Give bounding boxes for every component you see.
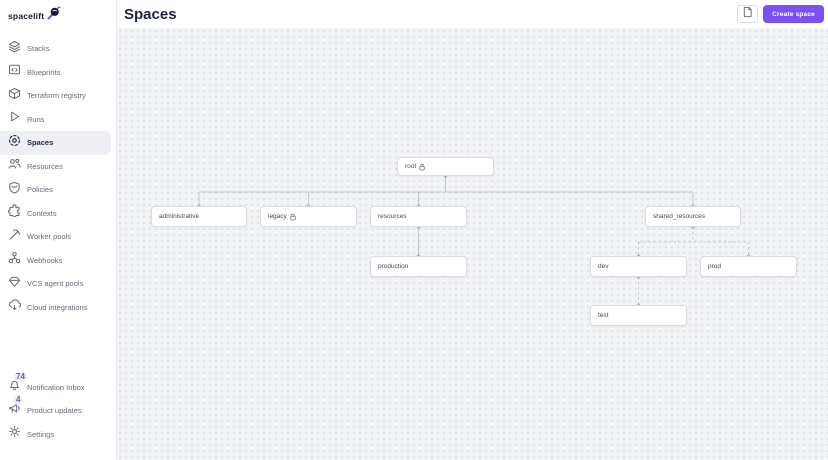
header-actions: Create space xyxy=(737,5,824,23)
worker-pools-icon xyxy=(8,228,21,246)
document-icon xyxy=(742,5,753,23)
megaphone-icon xyxy=(8,402,21,420)
spaces-icon xyxy=(8,134,21,152)
sidebar-item-stacks[interactable]: Stacks xyxy=(0,37,116,61)
space-node-shared-resources[interactable]: shared_resources xyxy=(645,206,741,227)
bell-icon xyxy=(8,378,21,396)
space-node-administrative[interactable]: administrative xyxy=(151,206,247,227)
space-node-legacy[interactable]: legacy xyxy=(260,206,357,227)
sidebar-item-label: Product updates xyxy=(27,406,82,416)
sidebar-spacer xyxy=(0,319,116,376)
lock-icon xyxy=(290,208,296,226)
sidebar-item-label: Policies xyxy=(27,185,53,195)
runs-icon xyxy=(8,110,21,128)
spacelift-logo-text: spacelift xyxy=(8,10,45,21)
sidebar-item-settings[interactable]: Settings xyxy=(0,423,116,447)
space-node-label: prod xyxy=(708,263,722,270)
webhooks-icon xyxy=(8,251,21,269)
cloud-integrations-icon xyxy=(8,298,22,316)
docs-button[interactable] xyxy=(737,5,759,23)
sidebar-item-policies[interactable]: Policies xyxy=(0,178,116,202)
tree-edges xyxy=(197,174,751,307)
main-content: Spaces Create space xyxy=(117,0,828,460)
space-node-resources[interactable]: resources xyxy=(370,206,467,227)
space-node-prod[interactable]: prod xyxy=(700,256,797,277)
vcs-agent-pools-icon xyxy=(8,275,21,293)
sidebar-item-runs[interactable]: Runs xyxy=(0,108,116,132)
sidebar-item-label: Cloud integrations xyxy=(27,302,88,312)
space-node-label: test xyxy=(598,312,609,319)
space-node-label: dev xyxy=(598,263,609,270)
sidebar-item-label: Settings xyxy=(27,429,55,439)
sidebar-item-label: Blueprints xyxy=(27,67,61,77)
sidebar-nav: Stacks Blueprints Terraform registry xyxy=(0,37,116,319)
lock-icon xyxy=(419,158,425,176)
create-space-button[interactable]: Create space xyxy=(763,5,824,23)
page-title: Spaces xyxy=(124,5,177,23)
sidebar-item-webhooks[interactable]: Webhooks xyxy=(0,249,116,273)
space-node-label: administrative xyxy=(159,213,200,220)
sidebar-item-label: Spaces xyxy=(27,138,54,148)
space-node-label: production xyxy=(378,263,409,270)
sidebar: spacelift Stacks xyxy=(0,0,117,460)
product-updates-count-badge: 4 xyxy=(14,395,23,405)
spaces-tree-canvas[interactable]: root administrative legacy resources xyxy=(117,28,828,460)
sidebar-item-label: VCS agent pools xyxy=(27,279,84,289)
sidebar-item-resources[interactable]: Resources xyxy=(0,155,116,179)
space-node-label: legacy xyxy=(268,213,287,220)
notification-count-badge: 74 xyxy=(14,371,27,382)
sidebar-item-label: Worker pools xyxy=(27,232,72,242)
space-node-root[interactable]: root xyxy=(397,157,494,176)
sidebar-footer: 74 Notification Inbox 4 Product updates xyxy=(0,371,116,460)
space-node-label: root xyxy=(405,163,417,170)
space-node-production[interactable]: production xyxy=(370,256,467,277)
spacelift-logo[interactable]: spacelift xyxy=(0,0,116,29)
sidebar-item-cloud-integrations[interactable]: Cloud integrations xyxy=(0,296,116,320)
space-node-label: resources xyxy=(378,213,407,220)
space-node-test[interactable]: test xyxy=(590,305,687,326)
sidebar-item-worker-pools[interactable]: Worker pools xyxy=(0,225,116,249)
sidebar-item-contexts[interactable]: Contexts xyxy=(0,202,116,226)
sidebar-item-label: Webhooks xyxy=(27,255,63,265)
terraform-registry-icon xyxy=(8,87,21,105)
blueprints-icon xyxy=(8,63,21,81)
space-node-label: shared_resources xyxy=(653,213,706,220)
sidebar-item-label: Contexts xyxy=(27,208,57,218)
resources-icon xyxy=(8,157,21,175)
sidebar-item-blueprints[interactable]: Blueprints xyxy=(0,61,116,85)
sidebar-item-label: Resources xyxy=(27,161,63,171)
sidebar-item-spaces[interactable]: Spaces xyxy=(0,131,111,155)
contexts-icon xyxy=(8,204,21,222)
page-header: Spaces Create space xyxy=(117,0,828,28)
sidebar-item-label: Notification Inbox xyxy=(27,382,85,392)
sidebar-item-label: Terraform registry xyxy=(27,91,86,101)
stacks-icon xyxy=(8,40,21,58)
sidebar-item-terraform-registry[interactable]: Terraform registry xyxy=(0,84,116,108)
sidebar-item-label: Stacks xyxy=(27,44,50,54)
spacelift-astronaut-icon xyxy=(46,6,61,25)
sidebar-item-notification-inbox[interactable]: 74 Notification Inbox xyxy=(0,371,116,400)
space-node-dev[interactable]: dev xyxy=(590,256,687,277)
sidebar-item-vcs-agent-pools[interactable]: VCS agent pools xyxy=(0,272,116,296)
sidebar-item-label: Runs xyxy=(27,114,45,124)
policies-icon xyxy=(8,181,21,199)
sidebar-item-product-updates[interactable]: 4 Product updates xyxy=(0,395,116,423)
gear-icon xyxy=(8,425,21,443)
